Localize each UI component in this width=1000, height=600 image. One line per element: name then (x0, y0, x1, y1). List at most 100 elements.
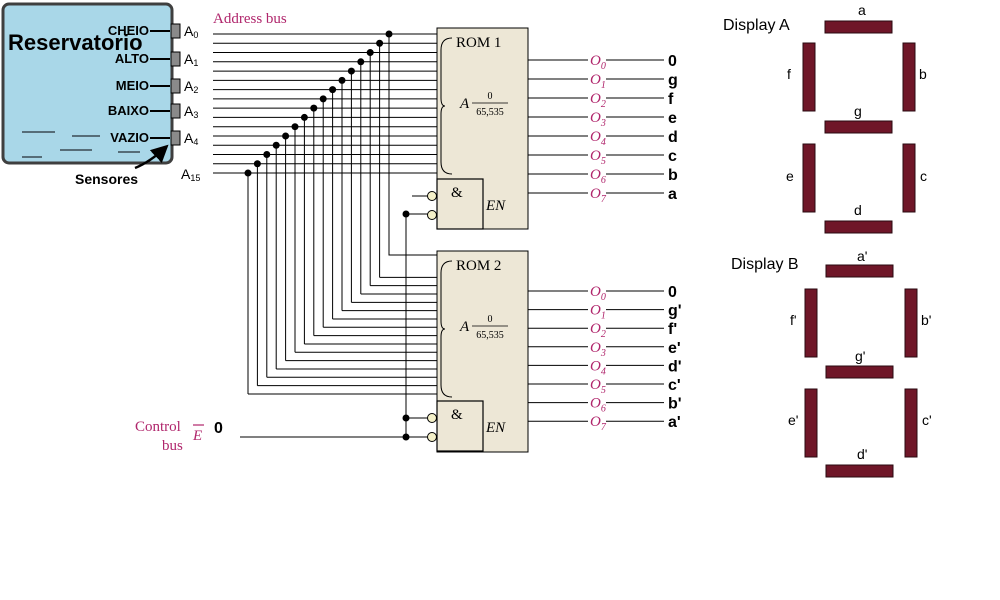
address-bus-label: Address bus (213, 11, 287, 27)
segment-label-f: f (787, 66, 791, 82)
output-target: f' (668, 321, 677, 338)
display-title: Display B (731, 256, 799, 273)
address-brace (440, 37, 453, 175)
segment-b (904, 288, 918, 358)
output-pin-label: O0 (590, 284, 606, 303)
rom-range-bottom: 65,535 (476, 330, 504, 341)
and-gate-symbol: & (451, 185, 463, 201)
segment-f (802, 42, 816, 112)
inverter-bubble (427, 191, 437, 201)
segment-g (824, 120, 893, 134)
sensor-probe (170, 130, 181, 146)
and-gate-symbol: & (451, 407, 463, 423)
output-target: a (668, 186, 677, 203)
output-pin-label: O2 (590, 91, 606, 110)
enable-signal-label: E (192, 428, 202, 444)
output-pin-label: O1 (590, 303, 606, 322)
rom-range-bottom: 65,535 (476, 107, 504, 118)
reservoir-title: Reservatorio (8, 30, 143, 55)
output-target: 0 (668, 53, 677, 70)
sensor-address-label: A0 (184, 23, 198, 40)
address-bus-junctions (244, 30, 393, 177)
display-title: Display A (723, 17, 790, 34)
segment-label-b: b' (921, 312, 931, 328)
output-pin-label: O7 (590, 186, 607, 205)
output-target: a' (668, 414, 681, 431)
output-pin-label: O5 (590, 148, 606, 167)
segment-b (902, 42, 916, 112)
output-pin-label: O6 (590, 396, 606, 415)
sensor-arrow (134, 144, 169, 170)
enable-signal-value: 0 (214, 420, 223, 437)
output-target: e' (668, 340, 681, 357)
sensor-label: ALTO (115, 51, 149, 66)
and-gate (436, 400, 484, 452)
rom-address-letter: A (459, 96, 470, 112)
segment-label-d: d (854, 202, 862, 218)
rom-address-letter: A (459, 319, 470, 335)
address-bus-wires (213, 33, 437, 395)
sensor-label: MEIO (116, 78, 149, 93)
output-pin-label: O7 (590, 414, 607, 433)
sensor-label: VAZIO (110, 130, 149, 145)
segment-label-d: d' (857, 446, 867, 462)
output-pin-label: O4 (590, 358, 606, 377)
water-ripples (22, 131, 140, 158)
a15-label: A15 (181, 166, 200, 183)
output-pin-label: O5 (590, 377, 606, 396)
segment-label-c: c' (922, 412, 932, 428)
segment-label-g: g (854, 103, 862, 119)
inverter-bubble (427, 413, 437, 423)
sensor-address-label: A1 (184, 51, 198, 68)
segment-label-e: e' (788, 412, 798, 428)
output-target: d (668, 129, 678, 146)
sensor-probe (170, 51, 181, 67)
output-target: e (668, 110, 677, 127)
enable-wiring (240, 34, 437, 438)
output-pin-label: O2 (590, 321, 606, 340)
segment-c (902, 143, 916, 213)
sensor-address-label: A4 (184, 130, 198, 147)
rom-title: ROM 2 (456, 258, 501, 274)
sensor-probe (170, 23, 181, 39)
output-target: g (668, 72, 678, 89)
segment-label-b: b (919, 66, 927, 82)
segment-d (825, 464, 894, 478)
output-pin-label: O6 (590, 167, 606, 186)
rom-title: ROM 1 (456, 35, 501, 51)
sensors-caption: Sensores (75, 171, 138, 187)
segment-f (804, 288, 818, 358)
control-bus-label-line1: Control (135, 419, 181, 435)
output-pin-label: O3 (590, 110, 606, 129)
output-target: b' (668, 396, 682, 413)
output-target: c (668, 148, 677, 165)
segment-e (802, 143, 816, 213)
sensor-probe (170, 103, 181, 119)
rom-range-top: 0 (488, 314, 493, 325)
sensor-address-label: A3 (184, 103, 198, 120)
output-pin-label: O3 (590, 340, 606, 359)
segment-label-e: e (786, 168, 794, 184)
segment-label-c: c (920, 168, 927, 184)
rom-range-top: 0 (488, 91, 493, 102)
output-pin-label: O0 (590, 53, 606, 72)
address-brace (440, 260, 453, 398)
segment-label-g: g' (855, 348, 865, 364)
segment-d (824, 220, 893, 234)
output-pin-label: O4 (590, 129, 606, 148)
inverter-bubble (427, 432, 437, 442)
inverter-bubble (427, 210, 437, 220)
segment-label-a: a' (857, 248, 867, 264)
enable-label: EN (485, 420, 506, 436)
output-target: 0 (668, 284, 677, 301)
output-target: b (668, 167, 678, 184)
sensor-address-label: A2 (184, 78, 198, 95)
